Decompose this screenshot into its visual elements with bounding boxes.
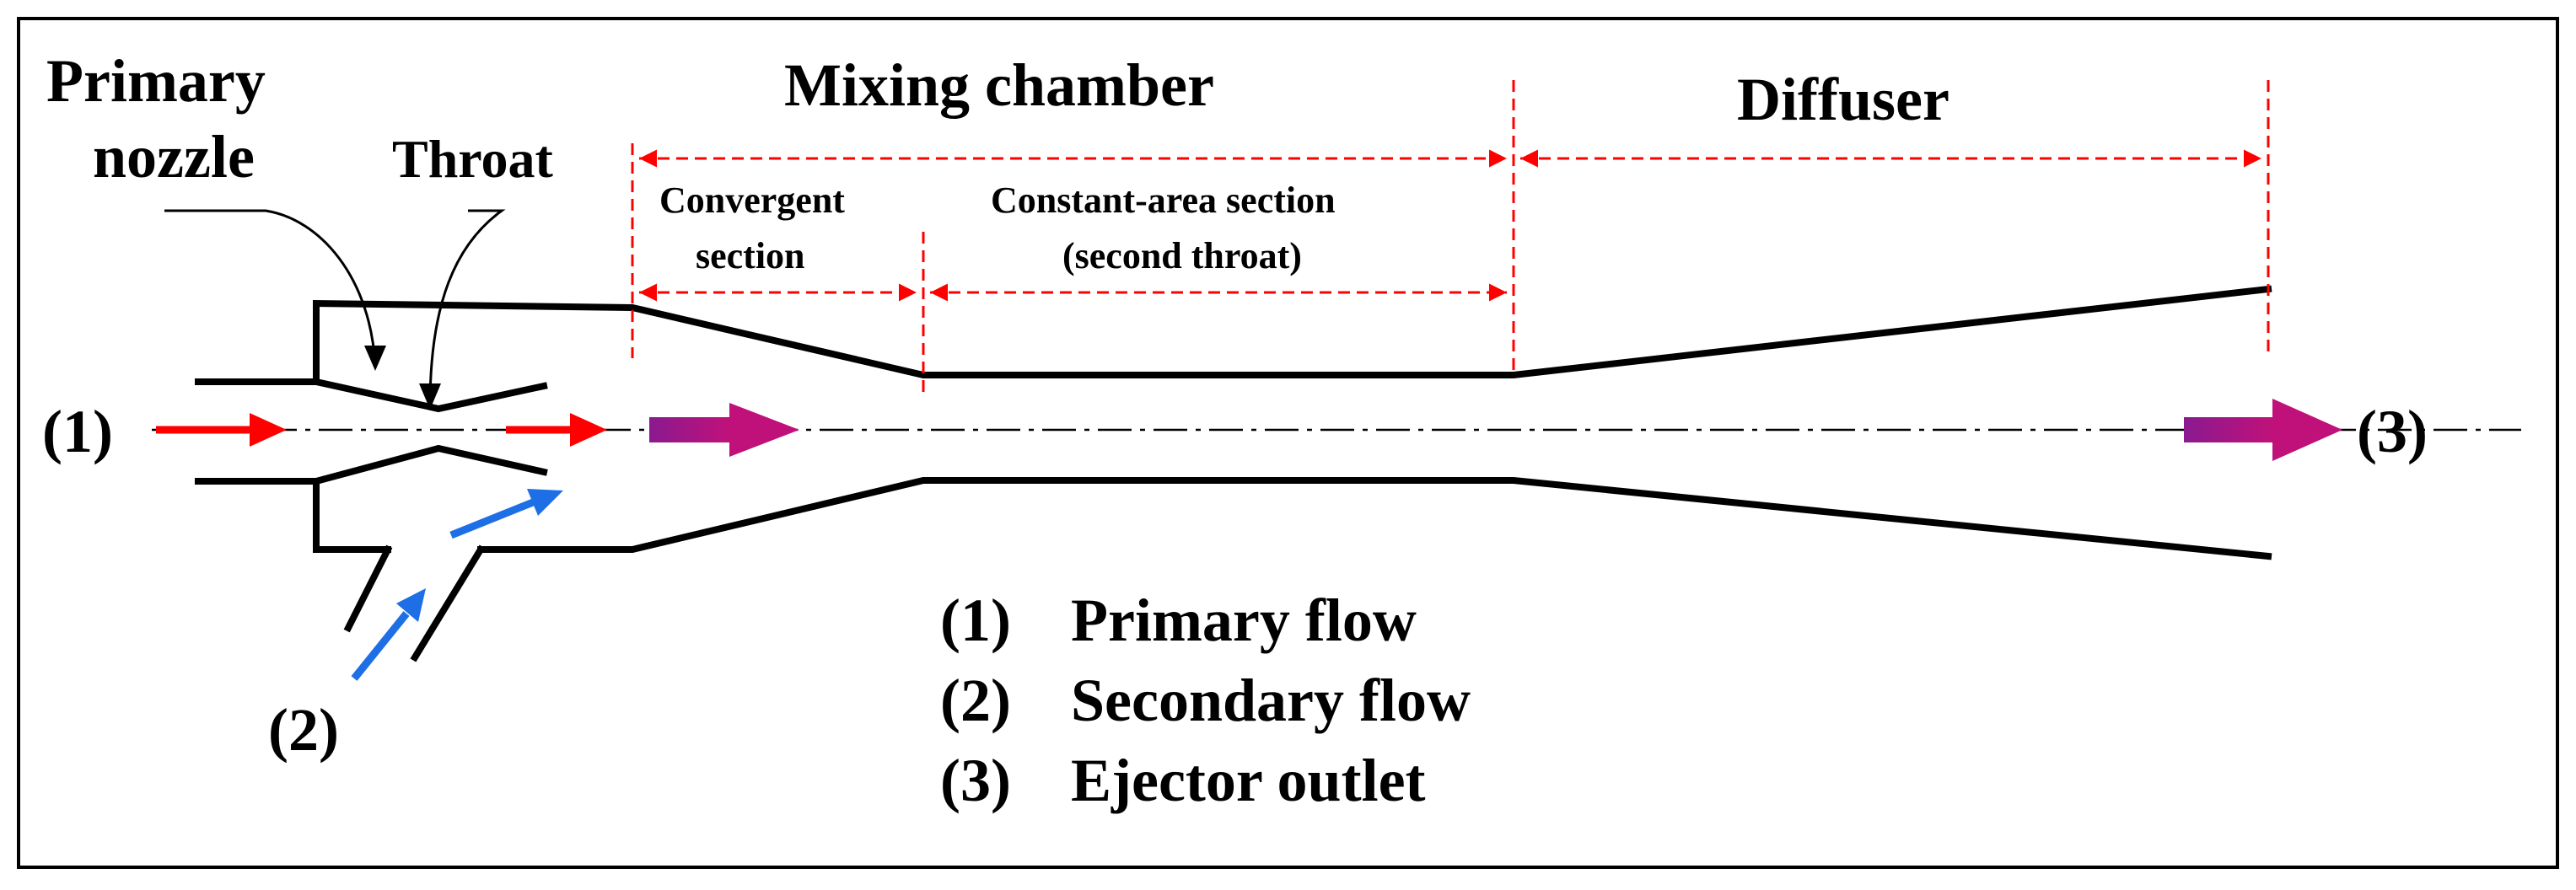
ejector-body bbox=[195, 285, 2272, 662]
throat-leader bbox=[428, 209, 506, 407]
mixed-flow-arrow-outlet bbox=[2184, 399, 2342, 461]
label-constant-area-line1: Constant-area section bbox=[991, 180, 1336, 221]
casing-lower-left bbox=[313, 478, 391, 553]
secondary-inlet-wall-left bbox=[343, 544, 393, 633]
secondary-inlet-wall-right bbox=[410, 544, 486, 662]
legend: (1) Primary flow (2) Secondary flow (3) … bbox=[940, 587, 1471, 814]
leader-lines bbox=[164, 209, 506, 407]
label-port-2: (2) bbox=[268, 696, 339, 764]
casing-upper-wall bbox=[313, 285, 2272, 385]
casing-lower-wall bbox=[477, 477, 2272, 560]
primary-nozzle-lower-wall bbox=[195, 444, 548, 485]
secondary-flow-arrow-2 bbox=[449, 489, 563, 539]
figure-border bbox=[17, 17, 2559, 869]
legend-key-2: (2) bbox=[940, 667, 1011, 734]
label-convergent-line2: section bbox=[696, 235, 805, 276]
primary-nozzle-leader bbox=[164, 209, 377, 367]
legend-key-3: (3) bbox=[940, 747, 1011, 814]
primary-flow-arrow-1 bbox=[156, 413, 287, 447]
label-throat: Throat bbox=[392, 129, 554, 189]
label-mixing-chamber: Mixing chamber bbox=[784, 51, 1214, 119]
legend-label-3: Ejector outlet bbox=[1071, 747, 1426, 814]
label-port-1: (1) bbox=[42, 398, 113, 465]
label-diffuser: Diffuser bbox=[1737, 66, 1949, 133]
secondary-flow-arrow-1 bbox=[351, 588, 426, 681]
legend-key-1: (1) bbox=[940, 587, 1011, 654]
label-primary-line2: nozzle bbox=[93, 123, 255, 190]
label-constant-area-line2: (second throat) bbox=[1062, 235, 1302, 276]
legend-label-2: Secondary flow bbox=[1071, 667, 1471, 734]
primary-nozzle-upper-wall bbox=[195, 378, 548, 413]
label-primary-line1: Primary bbox=[46, 47, 266, 115]
primary-flow-arrow-2 bbox=[506, 413, 607, 447]
leader-heads bbox=[364, 346, 441, 410]
label-convergent-line1: Convergent bbox=[659, 180, 845, 221]
mixed-flow-arrow-inlet bbox=[649, 403, 799, 457]
legend-label-1: Primary flow bbox=[1071, 587, 1417, 654]
dimension-lines bbox=[631, 80, 2270, 392]
label-port-3: (3) bbox=[2357, 398, 2428, 465]
